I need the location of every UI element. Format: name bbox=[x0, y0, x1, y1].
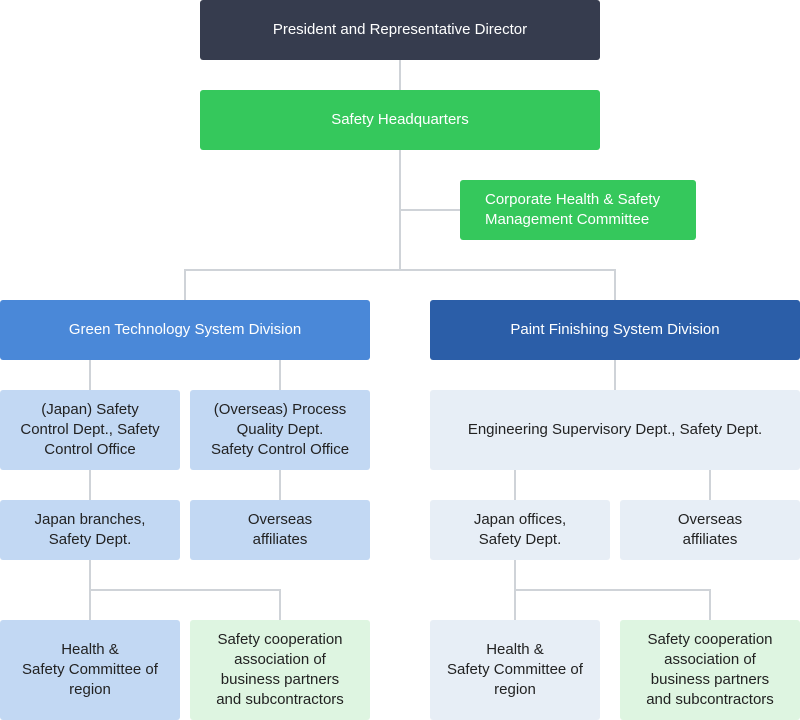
president-box: President and Representative Director bbox=[200, 0, 600, 60]
connector-line bbox=[400, 209, 460, 211]
japan-offices-box: Japan offices, Safety Dept. bbox=[430, 500, 610, 560]
connector-line bbox=[709, 589, 711, 620]
green-technology-division-box: Green Technology System Division bbox=[0, 300, 370, 360]
paint-finishing-division-box: Paint Finishing System Division bbox=[430, 300, 800, 360]
overseas-process-quality-box: (Overseas) Process Quality Dept. Safety … bbox=[190, 390, 370, 470]
connector-line bbox=[514, 589, 711, 591]
safety-cooperation-association-box-paint: Safety cooperation association of busine… bbox=[620, 620, 800, 720]
connector-line bbox=[514, 470, 516, 500]
connector-line bbox=[279, 360, 281, 390]
japan-branches-box: Japan branches, Safety Dept. bbox=[0, 500, 180, 560]
health-safety-committee-box: Corporate Health & Safety Management Com… bbox=[460, 180, 696, 240]
engineering-supervisory-box: Engineering Supervisory Dept., Safety De… bbox=[430, 390, 800, 470]
connector-line bbox=[614, 360, 616, 390]
connector-line bbox=[184, 269, 186, 300]
connector-line bbox=[399, 60, 401, 270]
connector-line bbox=[279, 589, 281, 620]
connector-line bbox=[89, 360, 91, 390]
connector-line bbox=[89, 589, 281, 591]
overseas-affiliates-box-green: Overseas affiliates bbox=[190, 500, 370, 560]
health-safety-committee-region-box-green: Health & Safety Committee of region bbox=[0, 620, 180, 720]
connector-line bbox=[614, 269, 616, 300]
connector-line bbox=[709, 470, 711, 500]
safety-headquarters-box: Safety Headquarters bbox=[200, 90, 600, 150]
safety-cooperation-association-box-green: Safety cooperation association of busine… bbox=[190, 620, 370, 720]
overseas-affiliates-box-paint: Overseas affiliates bbox=[620, 500, 800, 560]
connector-line bbox=[89, 470, 91, 500]
japan-safety-control-box: (Japan) Safety Control Dept., Safety Con… bbox=[0, 390, 180, 470]
connector-line bbox=[279, 470, 281, 500]
health-safety-committee-region-box-paint: Health & Safety Committee of region bbox=[430, 620, 600, 720]
connector-line bbox=[184, 269, 616, 271]
